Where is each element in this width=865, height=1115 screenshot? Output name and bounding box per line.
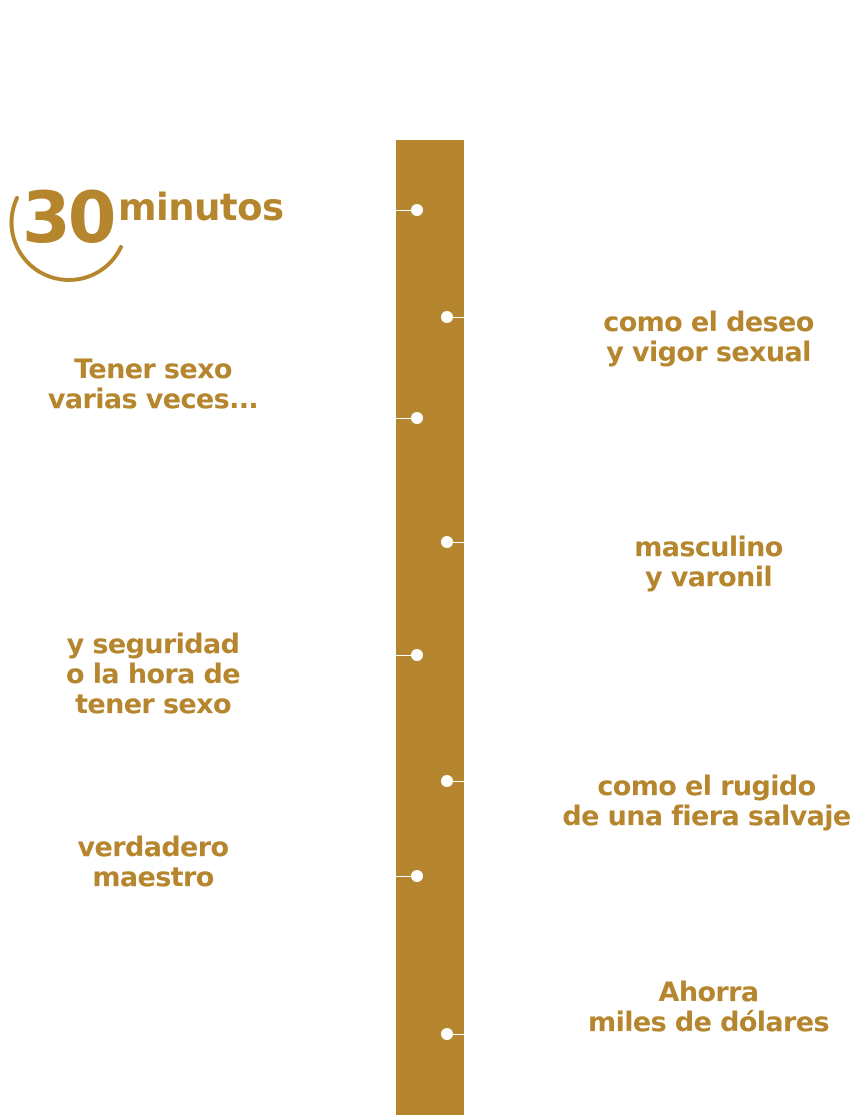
timeline-tick [396, 876, 418, 877]
timeline-tick [446, 781, 464, 782]
timer-arc-icon [9, 196, 123, 282]
timeline-tick [396, 418, 418, 419]
timeline-bar [396, 140, 464, 1115]
timeline-tick [396, 655, 418, 656]
right-label-4: Ahorra miles de dólares [588, 977, 830, 1038]
timeline-dot [441, 311, 453, 323]
timeline-tick [446, 542, 464, 543]
timeline-tick [396, 210, 418, 211]
timeline-dot [441, 775, 453, 787]
timeline-dot [411, 412, 423, 424]
timeline-tick [446, 317, 464, 318]
left-label-2: y seguridad o la hora de tener sexo [66, 629, 241, 720]
left-label-3: verdadero maestro [77, 832, 229, 893]
timeline-dot [441, 536, 453, 548]
right-label-1: como el deseo y vigor sexual [603, 307, 814, 368]
timeline-dot [411, 870, 423, 882]
timeline-tick [446, 1034, 464, 1035]
right-label-2: masculino y varonil [634, 532, 783, 593]
stat-unit: minutos [118, 186, 284, 229]
right-label-3: como el rugido de una fiera salvaje [562, 771, 851, 832]
stat-number: 30 [22, 177, 116, 259]
timeline-dot [411, 649, 423, 661]
timeline-dot [411, 204, 423, 216]
left-label-1: Tener sexo varias veces... [47, 354, 259, 415]
timeline-dot [441, 1028, 453, 1040]
